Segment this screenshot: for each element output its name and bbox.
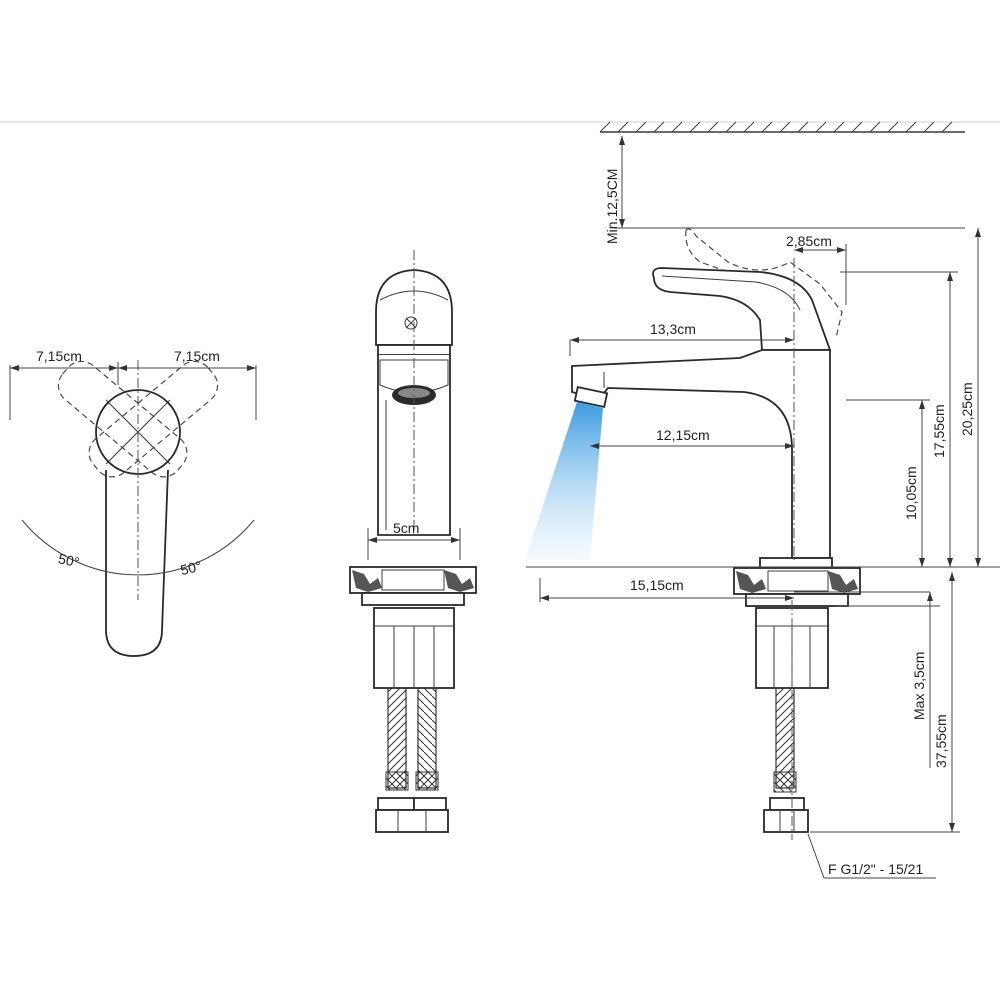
handle-offset-dim: 2,85cm [786, 233, 832, 249]
handle-left-dim: 7,15cm [36, 348, 82, 364]
hose-length-dim: 37,55cm [933, 714, 949, 768]
top-view: 7,15cm 7,15cm 50° 50° [9, 348, 257, 657]
connection-label: F G1/2" - 15/21 [828, 861, 923, 877]
min-clearance-dim: Min.12,5CM [604, 169, 620, 244]
angle-left-label: 50° [57, 550, 81, 570]
base-width-dim: 5cm [393, 520, 419, 536]
side-fitting [763, 809, 809, 833]
lever-handle [652, 267, 832, 351]
water-stream [525, 402, 603, 560]
side-view: Min.12,5CM 2,85cm 13,3cm 12,15cm 15,15cm… [525, 121, 1000, 879]
total-depth-dim: 15,15cm [630, 577, 684, 593]
stream-distance-dim: 12,15cm [656, 427, 710, 443]
rotated-handle-right [88, 360, 219, 478]
rotated-handle-left [57, 360, 188, 478]
spout-height-dim: 10,05cm [903, 466, 919, 520]
handle-top-view [105, 469, 169, 657]
front-view: 5cm [349, 250, 477, 833]
spout-length-dim: 13,3cm [650, 321, 696, 337]
max-thickness-dim: Max 3,5cm [911, 652, 927, 720]
ceiling-hatch [599, 121, 953, 133]
body-height-dim: 17,55cm [931, 404, 947, 458]
side-aerator [573, 385, 609, 409]
swing-arc [21, 519, 255, 576]
handle-right-dim: 7,15cm [174, 348, 220, 364]
raised-handle-outline [685, 228, 843, 339]
angle-right-label: 50° [179, 557, 203, 578]
total-height-dim: 20,25cm [959, 382, 975, 436]
faucet-body [571, 349, 831, 559]
hose-fittings [375, 809, 449, 833]
